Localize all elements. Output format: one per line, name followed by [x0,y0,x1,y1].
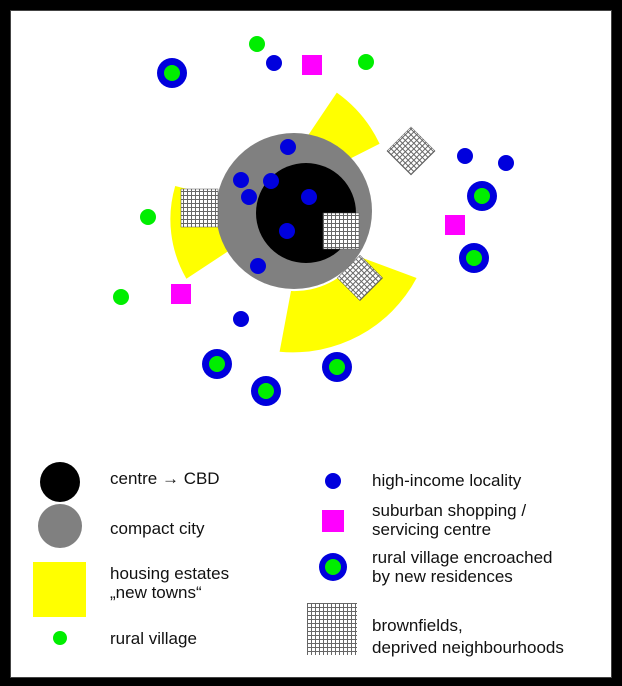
high-income-dot [498,155,514,171]
rural-villages [113,36,374,305]
housing-estate-square-icon [33,562,86,617]
high-income-dot [301,189,317,205]
shopping-square-icon [322,510,344,532]
encroached-village [459,243,489,273]
encroached-village [322,352,352,382]
encroached-villages [157,58,497,406]
high-income-dot [241,189,257,205]
legend-label-brownfield-1: brownfields, [372,616,463,635]
shopping-centre-square [171,284,191,304]
legend-label-high-income: high-income locality [372,471,522,490]
rural-village-dot-icon [53,631,67,645]
encroached-village-ring-icon [319,553,347,581]
brownfield-se [337,255,383,301]
legend-label-shopping-1: suburban shopping / [372,501,527,520]
brownfield-w [180,188,219,228]
legend-label-cbd: centre → CBD [110,469,220,488]
legend-label-shopping-2: servicing centre [372,520,492,539]
high-income-dot [457,148,473,164]
diagram-frame: centre → CBD compact city housing estate… [10,10,612,678]
high-income-dot [233,172,249,188]
brownfield-hatch-icon [307,603,357,655]
rural-village-dot [113,289,129,305]
legend-label-housing-2: „new towns“ [110,583,202,602]
high-income-dot [280,139,296,155]
rural-village-dot [358,54,374,70]
shopping-centres [171,55,465,304]
high-income-localities [233,55,514,327]
encroached-village [467,181,497,211]
legend-label-rural-village: rural village [110,629,197,648]
brownfield-ne [386,126,436,176]
encroached-village [157,58,187,88]
legend-label-encroached-2: by new residences [372,567,513,586]
legend-label-compact-city: compact city [110,519,205,538]
shopping-centre-square [445,215,465,235]
high-income-dot [263,173,279,189]
high-income-dot [266,55,282,71]
legend-symbols [33,462,357,655]
rural-village-dot [140,209,156,225]
high-income-dot [233,311,249,327]
high-income-dot [279,223,295,239]
housing-estate-s [279,256,417,353]
high-income-dot [250,258,266,274]
high-income-dot-icon [325,473,341,489]
brownfield-cbd [322,212,360,250]
legend-label-encroached-1: rural village encroached [372,548,553,567]
shopping-centre-square [302,55,322,75]
encroached-village [202,349,232,379]
compact-city-circle-icon [38,504,82,548]
legend-label-brownfield-2: deprived neighbourhoods [372,638,564,657]
cbd-circle-icon [40,462,80,502]
urban-structure-diagram [33,36,514,655]
rural-village-dot [249,36,265,52]
encroached-village [251,376,281,406]
legend-label-housing-1: housing estates [110,564,230,583]
